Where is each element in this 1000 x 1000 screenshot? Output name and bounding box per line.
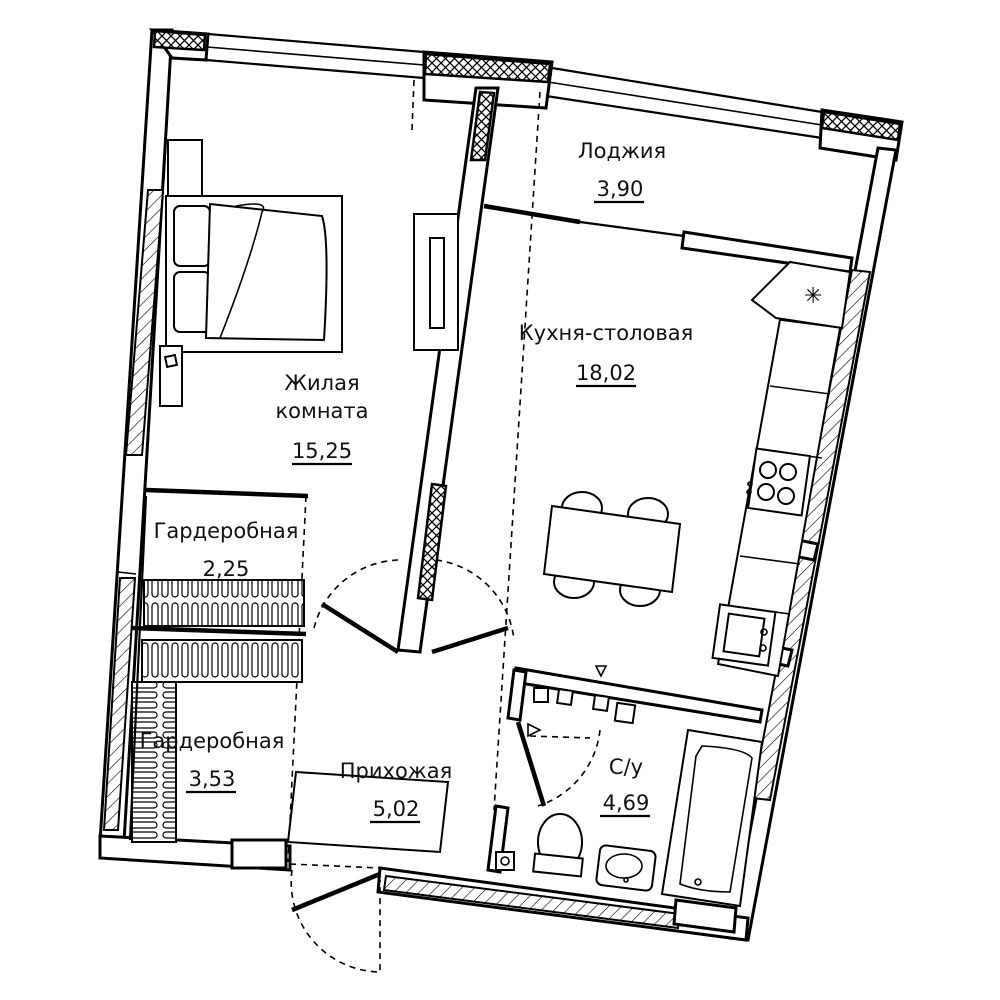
bathroom-fixtures xyxy=(495,665,764,908)
wardrobe-storage xyxy=(128,495,305,843)
loggia-name: Лоджия xyxy=(578,139,666,163)
loggia-parapet-inner xyxy=(545,94,823,140)
kitchen-furniture: ✳ xyxy=(542,260,852,678)
wardrobe-divider xyxy=(131,625,307,637)
entrance-door-leaf xyxy=(291,871,381,913)
wall-bottom-column xyxy=(230,838,288,870)
room-labels: Жилая комната 15,25 Кухня-столовая 18,02… xyxy=(140,139,693,824)
bath-cabinet-1 xyxy=(533,687,549,703)
wardrobe-top-wall xyxy=(145,487,309,499)
bathtub xyxy=(660,728,764,908)
window-top-left xyxy=(207,32,425,54)
kitchen-area: 18,02 xyxy=(576,361,636,385)
loggia-parapet xyxy=(551,66,823,114)
doors xyxy=(117,559,601,973)
living-room-name-line1: Жилая xyxy=(284,371,359,395)
tv xyxy=(429,237,445,329)
washbasin xyxy=(595,844,657,892)
wall-bottom-insulation xyxy=(382,874,682,930)
hallway-name: Прихожая xyxy=(340,759,452,783)
kitchen-hall-separator xyxy=(493,91,541,811)
dining-table xyxy=(542,504,682,594)
pillow-2 xyxy=(173,271,211,333)
radiator-living xyxy=(167,139,203,199)
hob xyxy=(746,447,812,517)
bathroom-top-wall xyxy=(512,666,764,724)
living-room-area: 15,25 xyxy=(292,439,352,463)
wardrobe-1-rails xyxy=(143,579,305,627)
pillow-1 xyxy=(173,205,211,267)
window-top-left-inner xyxy=(205,58,425,80)
bathroom-name: С/у xyxy=(609,755,643,779)
wall-top-right-hatch xyxy=(820,110,902,142)
wardrobe-2-rails-top xyxy=(141,639,303,683)
blanket xyxy=(204,202,328,342)
hallway-area: 5,02 xyxy=(373,797,420,821)
bathroom-left-wall xyxy=(506,668,528,722)
bathroom-door-leaf xyxy=(515,721,547,807)
wall-left-insulation xyxy=(124,189,165,456)
hallway-bench xyxy=(286,770,450,854)
wall-top-left-hatch xyxy=(152,29,207,52)
living-door-leaf xyxy=(320,602,400,654)
kitchen-name: Кухня-столовая xyxy=(519,321,693,345)
wardrobe-2-name: Гардеробная xyxy=(140,729,285,753)
partition-living-kitchen xyxy=(396,86,500,654)
living-furniture xyxy=(159,195,459,407)
wall-left-insulation-2 xyxy=(102,577,137,831)
floor-drain xyxy=(495,851,515,871)
loggia-area: 3,90 xyxy=(597,177,644,201)
bathroom-area: 4,69 xyxy=(603,791,650,815)
kitchen-door-leaf xyxy=(431,625,509,655)
living-room-name-line2: комната xyxy=(275,399,368,423)
gas-icon: ✳ xyxy=(804,284,822,309)
wardrobe-1-name: Гардеробная xyxy=(154,519,299,543)
wardrobe-1-area: 2,25 xyxy=(203,557,250,581)
bathroom-left-wall-lower xyxy=(486,804,510,874)
wardrobe-2-rails-side xyxy=(131,681,177,843)
wardrobe-2-area: 3,53 xyxy=(189,767,236,791)
